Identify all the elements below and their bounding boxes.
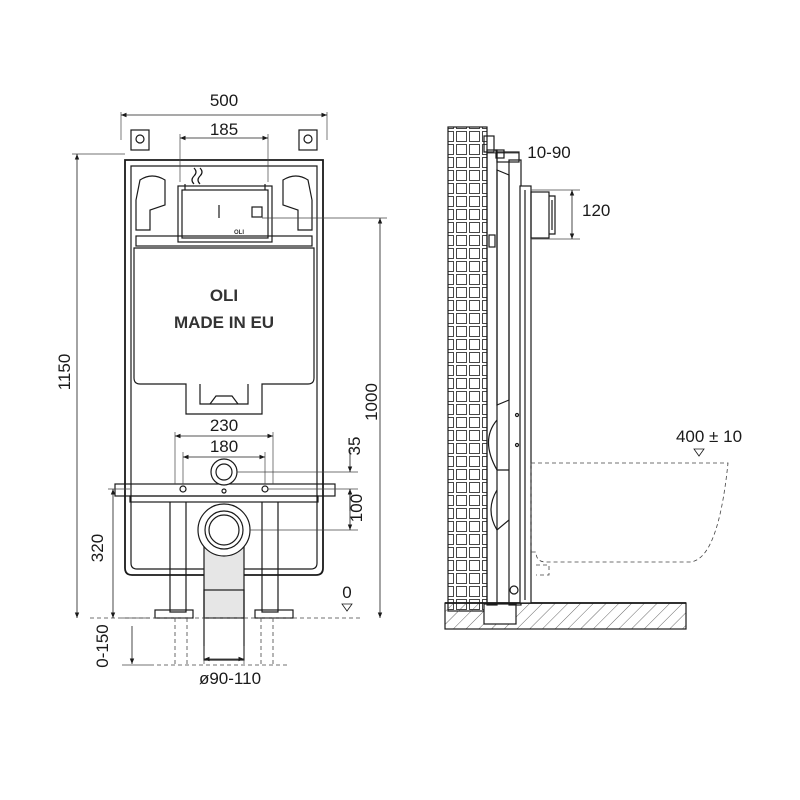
bowl-label: 400 ± 10: [676, 427, 742, 446]
dim-outlet-offset: 100: [250, 489, 366, 531]
width-label: 500: [210, 91, 238, 110]
plate-brand: OLI: [234, 230, 244, 236]
outlet-height-label: 320: [88, 534, 107, 562]
leg-adjust-label: 0-150: [93, 624, 112, 667]
dim-inner-width: 185: [179, 120, 269, 182]
bowl-height-label-group: 400 ± 10: [676, 427, 742, 457]
level-label: 0: [342, 583, 351, 602]
dim-inlet-depth: 120: [531, 189, 610, 240]
side-view: 10-90 120 400 ± 10: [444, 126, 742, 630]
height-label: 1150: [55, 354, 74, 391]
brand-logo: OLI: [210, 286, 238, 305]
side-frame: [483, 135, 532, 606]
dim-wall-range: 10-90: [487, 143, 571, 162]
dim-outlet-height: 320: [88, 488, 130, 618]
top-brackets: [130, 129, 318, 151]
floor: [444, 602, 687, 630]
pipe-diameter-label: ø90-110: [199, 669, 261, 688]
wall-range-label: 10-90: [527, 143, 570, 162]
actuator-area: [135, 167, 313, 247]
dim-outlet-width: 230: [174, 416, 274, 484]
inlet-width-label: 180: [210, 437, 238, 456]
dim-pipe-diameter: ø90-110: [199, 646, 261, 688]
leg-extension: [90, 617, 360, 666]
front-view: OLI MADE IN EU OLI 500 185 1150 100 0: [55, 91, 387, 688]
dim-inlet-width: 180: [182, 437, 266, 484]
outlet-offset-label: 100: [347, 494, 366, 522]
cistern: [133, 247, 315, 415]
level-marker: 0: [341, 583, 353, 612]
dim-leg-adjust: 0-150: [93, 617, 150, 668]
made-in-label: MADE IN EU: [174, 313, 274, 332]
inner-width-label: 185: [210, 120, 238, 139]
dim-flush-height: 100 0: [262, 217, 387, 618]
inlet-depth-label: 120: [582, 201, 610, 220]
dim-inlet-offset: 35: [237, 437, 364, 511]
dim-width: 500: [120, 91, 328, 140]
flush-height-label: 1000: [362, 383, 381, 421]
brick-wall: [447, 126, 488, 612]
toilet-bowl: [530, 462, 729, 576]
outlet-width-label: 230: [210, 416, 238, 435]
side-inlet: [530, 191, 556, 239]
dim-height: 1150: [55, 153, 125, 618]
inlet-offset-label: 35: [345, 437, 364, 456]
frame: [124, 159, 324, 576]
